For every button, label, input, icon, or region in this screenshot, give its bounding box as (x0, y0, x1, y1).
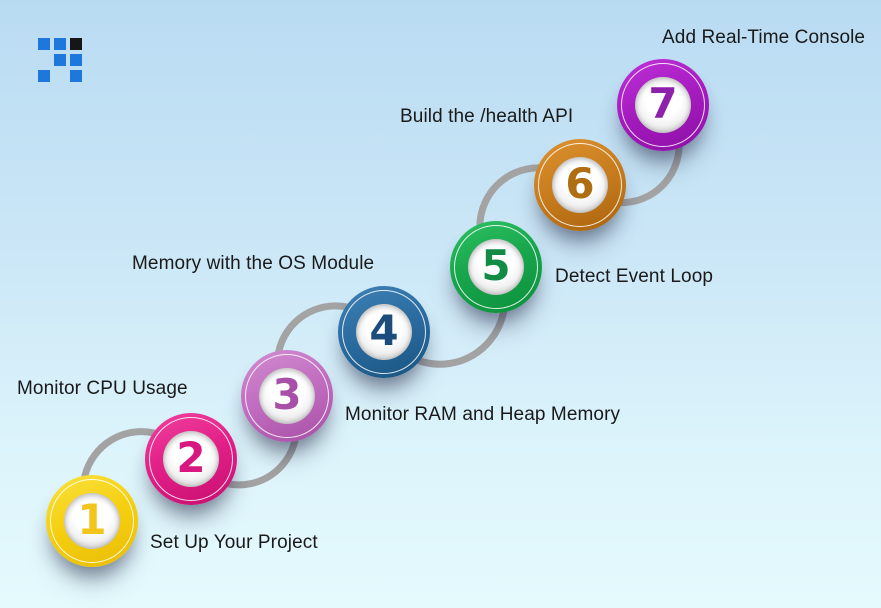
step-number: 6 (565, 159, 595, 208)
step-label-4: Memory with the OS Module (132, 253, 375, 274)
step-label-1: Set Up Your Project (150, 532, 318, 553)
circle-face: 6 (552, 157, 608, 213)
logo-square-blue (70, 54, 82, 66)
step-number: 7 (648, 79, 678, 128)
circle-inner-ring (621, 63, 705, 147)
circle-face: 3 (259, 368, 315, 424)
step-circle-3: 3 (241, 350, 333, 442)
step-number: 2 (176, 433, 206, 482)
circle-inner-ring (342, 290, 426, 374)
circle-inner-ring (245, 354, 329, 438)
logo-square-blue (38, 70, 50, 82)
logo-square-blue (54, 38, 66, 50)
step-circle-1: 1 (46, 475, 138, 567)
circle-inner-ring (454, 225, 538, 309)
circle-face: 2 (163, 431, 219, 487)
step-label-6: Build the /health API (400, 106, 574, 127)
circle-inner-ring (538, 143, 622, 227)
step-number: 1 (77, 495, 107, 544)
circle-face: 1 (64, 493, 120, 549)
logo-square-blue (38, 38, 50, 50)
step-number: 4 (369, 306, 399, 355)
logo (38, 38, 82, 82)
step-circle-2: 2 (145, 413, 237, 505)
logo-square-empty (54, 70, 66, 82)
step-circle-6: 6 (534, 139, 626, 231)
step-circle-7: 7 (617, 59, 709, 151)
step-label-2: Monitor CPU Usage (17, 378, 188, 399)
circle-face: 7 (635, 77, 691, 133)
logo-square-blue (70, 70, 82, 82)
step-label-7: Add Real-Time Console (662, 27, 866, 48)
step-label-5: Detect Event Loop (555, 266, 714, 287)
logo-square-black (70, 38, 82, 50)
logo-square-empty (38, 54, 50, 66)
step-number: 5 (481, 241, 511, 290)
circle-inner-ring (50, 479, 134, 563)
step-circle-4: 4 (338, 286, 430, 378)
circle-face: 5 (468, 239, 524, 295)
logo-square-blue (54, 54, 66, 66)
step-circle-5: 5 (450, 221, 542, 313)
circle-face: 4 (356, 304, 412, 360)
step-label-3: Monitor RAM and Heap Memory (345, 404, 621, 425)
circle-inner-ring (149, 417, 233, 501)
step-number: 3 (272, 370, 302, 419)
